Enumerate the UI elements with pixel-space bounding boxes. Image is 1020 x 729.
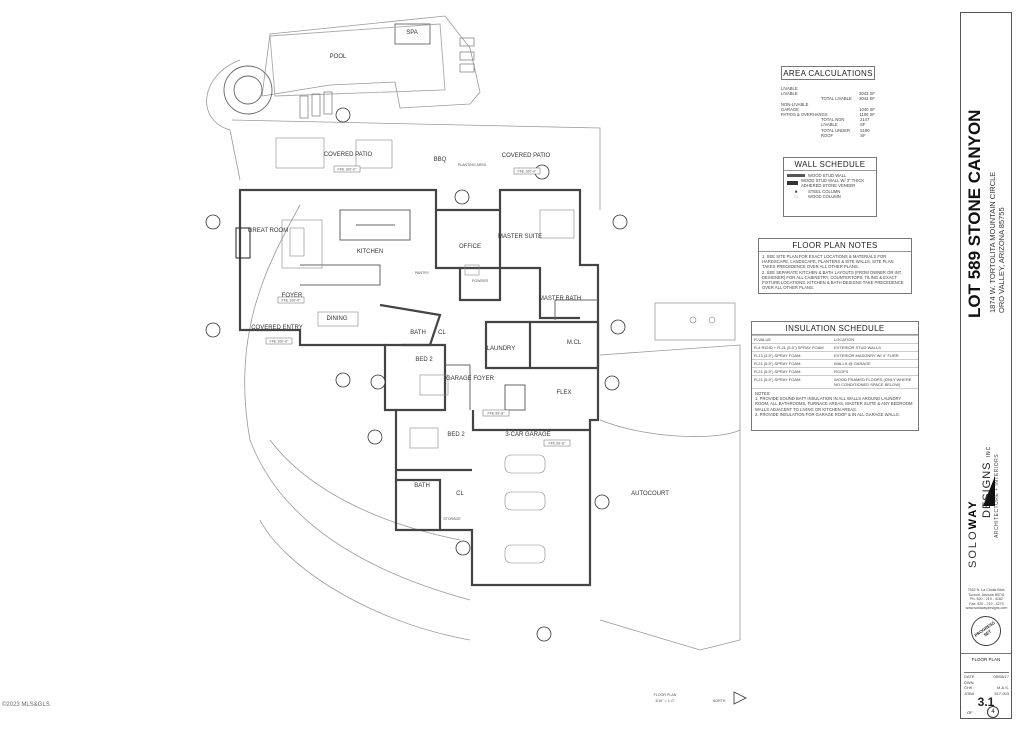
project-address-1: 1874 W. TORTOLITA MOUNTAIN CIRCLE (988, 171, 997, 313)
svg-text:FFE 100'-0": FFE 100'-0" (270, 340, 290, 344)
wall-schedule-title: WALL SCHEDULE (784, 158, 876, 171)
watermark: ©2023 MLS&GLS (2, 702, 50, 708)
ffe-tags: FFE 100'-0" FFE 100'-0" FFE 100'-0" FFE … (265, 165, 571, 447)
floor-plan-notes-title: FLOOR PLAN NOTES (759, 239, 911, 252)
room-label: FOYER (282, 293, 303, 299)
room-label: BATH (414, 483, 430, 489)
floor-plan-notes: FLOOR PLAN NOTES 1. SEE SITE PLAN FOR EX… (758, 238, 912, 294)
svg-text:FFE 99'-6": FFE 99'-6" (549, 442, 567, 446)
room-label: GARAGE FOYER (446, 376, 495, 382)
room-label: 3-CAR GARAGE (505, 432, 550, 438)
room-label: OFFICE (459, 244, 481, 250)
sheet-of-label: OF (967, 710, 973, 715)
svg-text:FFE 100'-0": FFE 100'-0" (282, 299, 302, 303)
room-label: CL (456, 491, 464, 497)
room-label: BBQ (434, 157, 447, 163)
plan-scale-label: 3/16" = 1'-0" (655, 699, 675, 703)
room-label: COVERED PATIO (502, 153, 551, 159)
wood-column-icon: □ (794, 193, 798, 199)
room-label: BATH (410, 330, 426, 336)
room-labels: SPA POOL COVERED PATIO BBQ PLANTING AREA… (248, 30, 669, 521)
room-label: STORAGE (443, 517, 461, 521)
room-label: M.CL (567, 340, 582, 346)
room-label: PANTRY (415, 271, 430, 275)
building-walls (238, 188, 600, 587)
room-label: KITCHEN (357, 249, 383, 255)
project-title: LOT 589 STONE CANYON (965, 109, 984, 318)
svg-text:FFE 100'-0": FFE 100'-0" (518, 170, 538, 174)
room-label: DINING (327, 316, 348, 322)
section-markers (205, 107, 628, 642)
plan-title-label: FLOOR PLAN (654, 693, 677, 697)
room-label: GREAT ROOM (248, 228, 288, 234)
room-label: COVERED PATIO (324, 152, 373, 158)
north-arrow-icon (733, 691, 747, 705)
sheet-number: 3.1 (977, 695, 995, 709)
room-label: MASTER SUITE (498, 234, 542, 240)
area-calculations-title: AREA CALCULATIONS (781, 66, 875, 80)
interior-walls (300, 209, 598, 411)
wall-schedule: WALL SCHEDULE WOOD STUD WALL WOOD STUD W… (783, 157, 877, 217)
firm-contact: 7532 N. La Cholla Blvd. Tucson, Arizona … (965, 588, 1008, 611)
room-label: POWDER (472, 279, 489, 283)
svg-text:FFE 99'-8": FFE 99'-8" (488, 412, 506, 416)
wall-swatch-icon (787, 174, 805, 178)
room-label: BED 2 (447, 432, 465, 438)
room-label: COVERED ENTRY (251, 325, 303, 331)
progress-set-stamp: PROGRESS SET (965, 610, 1007, 652)
lounge-chairs (299, 37, 475, 119)
room-label: SPA (406, 30, 418, 36)
firm-logo: SOLOWAY DESIGNS INC ARCHITECTURE + INTER… (967, 445, 1000, 568)
svg-text:FFE 100'-0": FFE 100'-0" (338, 168, 358, 172)
room-label: FLEX (556, 390, 571, 396)
note-item: 1. SEE SITE PLAN FOR EXACT LOCATIONS & M… (762, 254, 894, 270)
stone-wall-swatch-icon (787, 181, 798, 186)
room-label: POOL (330, 54, 347, 60)
total-sheets-badge: 4 (987, 706, 999, 718)
room-label: CL (438, 330, 446, 336)
plan-footer: FLOOR PLAN 3/16" = 1'-0" NORTH (654, 691, 747, 705)
sheet-title: FLOOR PLAN (961, 653, 1011, 662)
room-label: PLANTING AREA (458, 163, 487, 167)
site-outline (206, 15, 741, 651)
note-item: 2. SEE SEPARATE KITCHEN & BATH LAYOUTS (… (762, 269, 904, 291)
room-label: BED 2 (415, 357, 433, 363)
north-label: NORTH (713, 699, 726, 703)
project-address-2: ORO VALLEY, ARIZONA 85755 (997, 207, 1006, 313)
furniture (235, 137, 716, 564)
logo-mark-icon (983, 476, 995, 506)
insulation-schedule-title: INSULATION SCHEDULE (752, 322, 918, 335)
steel-column-icon: ■ (794, 188, 798, 194)
room-label: LAUNDRY (487, 346, 516, 352)
room-label: MASTER BATH (539, 296, 581, 302)
title-block: LOT 589 STONE CANYON 1874 W. TORTOLITA M… (960, 12, 1012, 719)
room-label: AUTOCOURT (631, 491, 669, 497)
pool (223, 23, 446, 115)
